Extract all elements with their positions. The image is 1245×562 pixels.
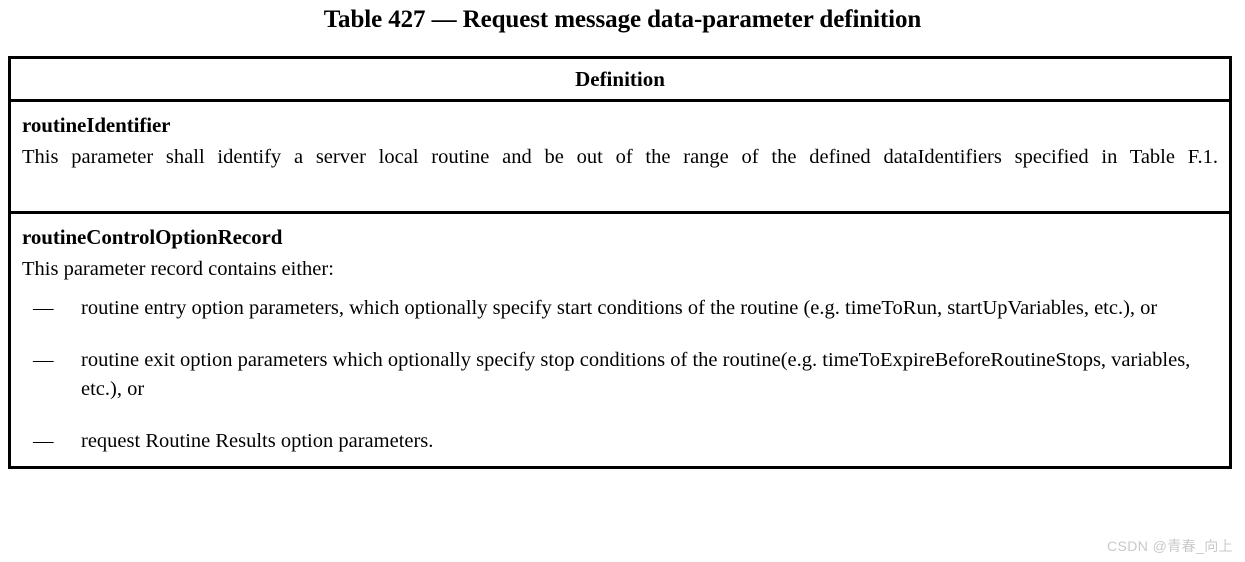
parameter-intro-text: This parameter record contains either: [22,258,334,280]
table-header-row: Definition [11,59,1229,102]
table-row: routineControlOptionRecord This paramete… [11,214,1229,466]
list-item-text: routine entry option parameters, which o… [81,297,1158,319]
em-dash-bullet-icon: — [33,349,54,371]
list-item: — routine exit option parameters which o… [22,346,1218,404]
table-row: routineIdentifier This parameter shall i… [11,102,1229,214]
em-dash-bullet-icon: — [33,297,54,319]
page-title: Table 427 — Request message data-paramet… [323,6,922,33]
list-item-text: routine exit option parameters which opt… [81,349,1191,400]
list-item-text: request Routine Results option parameter… [81,430,434,452]
parameter-description: This parameter shall identify a server l… [22,146,1218,168]
option-parameters-list: — routine entry option parameters, which… [22,294,1218,456]
csdn-watermark: CSDN @青春_向上 [1107,538,1233,554]
definition-table: Definition routineIdentifier This parame… [8,56,1232,469]
parameter-name-routine-identifier: routineIdentifier [22,113,171,137]
list-item: — routine entry option parameters, which… [22,294,1218,323]
em-dash-bullet-icon: — [33,430,54,452]
parameter-name-routine-control-option-record: routineControlOptionRecord [22,225,283,249]
list-item: — request Routine Results option paramet… [22,427,1218,456]
table-header-definition: Definition [575,66,665,91]
